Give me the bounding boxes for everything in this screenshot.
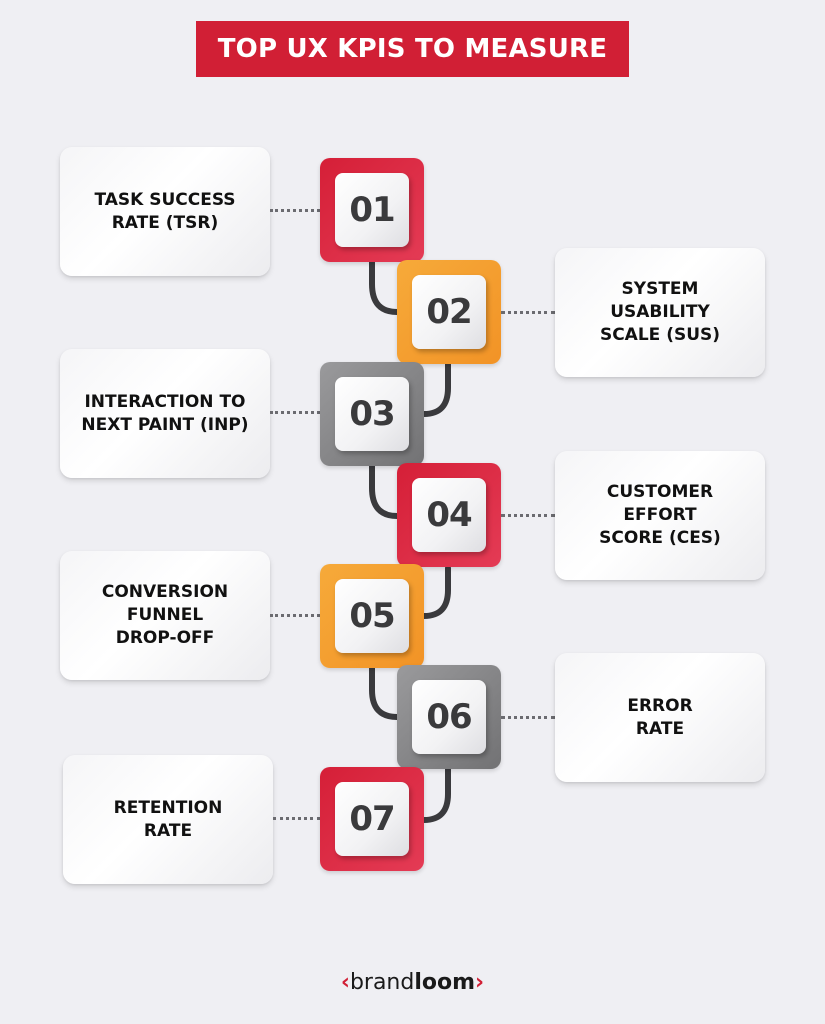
step-number-tile: 06: [412, 680, 486, 754]
kpi-label: INTERACTION TO NEXT PAINT (INP): [81, 391, 249, 435]
logo-text-bold: loom: [414, 970, 476, 995]
kpi-card-customer-effort-score: CUSTOMER EFFORT SCORE (CES): [555, 451, 765, 580]
dotted-connector: [270, 614, 320, 617]
step-number-tile: 02: [412, 275, 486, 349]
step-number-block-03: 03: [320, 362, 424, 466]
chevron-right-icon: ›: [475, 970, 485, 995]
step-number-block-02: 02: [397, 260, 501, 364]
step-number-block-05: 05: [320, 564, 424, 668]
step-number-block-06: 06: [397, 665, 501, 769]
kpi-label: RETENTION RATE: [113, 797, 223, 841]
kpi-label: ERROR RATE: [627, 695, 693, 739]
brand-logo: ‹brandloom›: [0, 970, 825, 995]
step-number-tile: 05: [335, 579, 409, 653]
kpi-card-error-rate: ERROR RATE: [555, 653, 765, 782]
logo-text-light: brand: [349, 970, 415, 995]
kpi-card-conversion-funnel-drop-off: CONVERSION FUNNEL DROP-OFF: [60, 551, 270, 680]
step-number: 05: [349, 596, 395, 636]
kpi-label: CUSTOMER EFFORT SCORE (CES): [599, 482, 721, 548]
dotted-connector: [270, 209, 320, 212]
kpi-card-interaction-to-next-paint: INTERACTION TO NEXT PAINT (INP): [60, 349, 270, 478]
step-number-block-07: 07: [320, 767, 424, 871]
kpi-card-system-usability-scale: SYSTEM USABILITY SCALE (SUS): [555, 248, 765, 377]
dotted-connector: [501, 311, 555, 314]
step-number: 06: [426, 697, 472, 737]
dotted-connector: [501, 514, 555, 517]
step-number-tile: 07: [335, 782, 409, 856]
chevron-left-icon: ‹: [340, 970, 350, 995]
kpi-label: TASK SUCCESS RATE (TSR): [94, 189, 236, 233]
step-number-tile: 04: [412, 478, 486, 552]
dotted-connector: [270, 411, 320, 414]
step-number-block-04: 04: [397, 463, 501, 567]
step-number-block-01: 01: [320, 158, 424, 262]
step-number-tile: 03: [335, 377, 409, 451]
step-number: 01: [349, 190, 395, 230]
dotted-connector: [501, 716, 555, 719]
kpi-label: SYSTEM USABILITY SCALE (SUS): [599, 279, 721, 345]
kpi-card-task-success-rate: TASK SUCCESS RATE (TSR): [60, 147, 270, 276]
kpi-card-retention-rate: RETENTION RATE: [63, 755, 273, 884]
step-number: 07: [349, 799, 395, 839]
step-number: 03: [349, 394, 395, 434]
step-number-tile: 01: [335, 173, 409, 247]
step-number: 04: [426, 495, 472, 535]
page-title: TOP UX KPIS TO MEASURE: [217, 34, 608, 64]
dotted-connector: [273, 817, 320, 820]
kpi-label: CONVERSION FUNNEL DROP-OFF: [101, 582, 229, 648]
title-banner: TOP UX KPIS TO MEASURE: [196, 21, 629, 77]
step-number: 02: [426, 292, 472, 332]
